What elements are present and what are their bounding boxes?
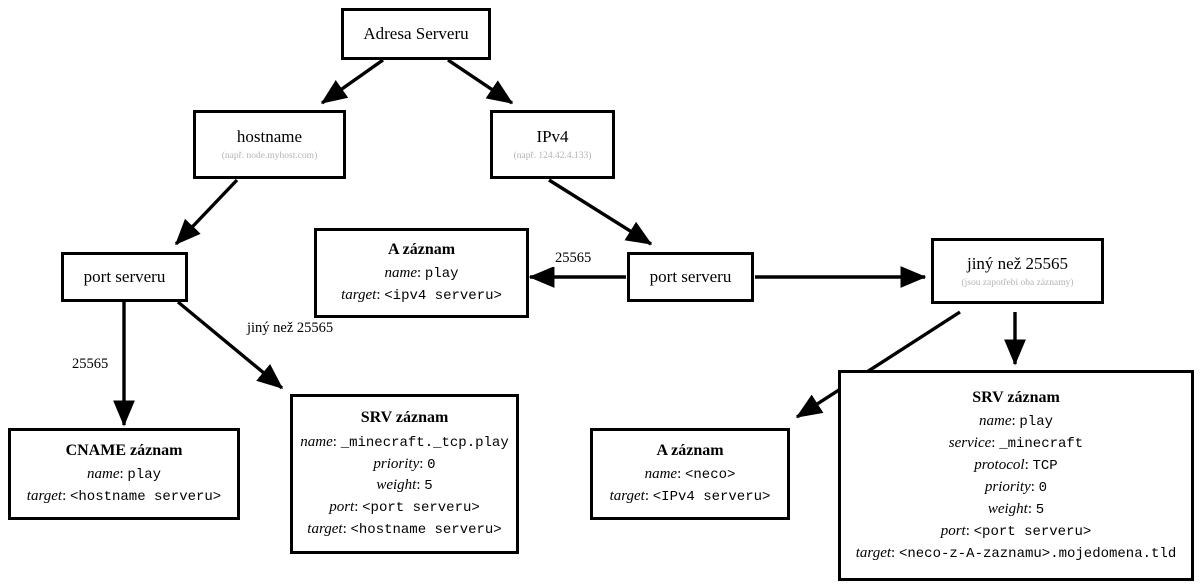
record-cname-zaznam[interactable]: CNAME záznam name: play target: <hostnam… [8, 428, 240, 520]
record-a-zaznam-bottom[interactable]: A záznam name: <neco> target: <IPv4 serv… [590, 428, 790, 520]
field-key: name [86, 466, 120, 483]
node-port-serveru-right[interactable]: port serveru [627, 252, 754, 302]
field-value: 0 [427, 456, 436, 473]
edge-root-ipv4 [447, 58, 514, 105]
node-subtitle: (jsou zapotřebí oba záznamy) [961, 277, 1074, 288]
field-key: target [609, 488, 645, 505]
record-field: port: <port serveru> [329, 499, 480, 517]
field-key: priority [984, 478, 1031, 495]
edge-root-hostname [320, 58, 384, 105]
field-value: 5 [424, 478, 433, 495]
field-value: <port serveru> [362, 500, 480, 517]
field-value: play [424, 266, 459, 283]
field-value: <port serveru> [973, 523, 1092, 540]
field-key: weight [987, 500, 1028, 517]
node-label: Adresa Serveru [363, 24, 469, 44]
field-key: target [307, 521, 343, 538]
field-key: target [26, 488, 63, 505]
field-value: 0 [1038, 479, 1048, 496]
field-value: play [127, 467, 162, 484]
field-value: _minecraft._tcp.play [340, 434, 509, 451]
node-label: jiný než 25565 [966, 253, 1069, 273]
field-key: target [855, 544, 892, 561]
edge-ipv4-port [548, 178, 653, 246]
field-value: <IPv4 serveru> [652, 489, 771, 506]
field-value: TCP [1032, 458, 1058, 475]
record-field: name: _minecraft._tcp.play [300, 433, 509, 451]
field-value: <hostname serveru> [69, 489, 222, 506]
edge-label-25565-right: 25565 [553, 250, 594, 267]
field-value: <hostname serveru> [350, 522, 502, 539]
record-field: target: <hostname serveru> [307, 521, 502, 539]
field-key: name [384, 265, 417, 282]
edge-label-25565-left: 25565 [70, 356, 111, 373]
field-value: <neco-z-A-zaznamu>.mojedomena.tld [898, 545, 1177, 562]
node-label: port serveru [649, 267, 732, 287]
node-label: hostname [236, 127, 303, 147]
field-key: protocol [974, 457, 1025, 474]
field-value: 5 [1035, 501, 1045, 518]
record-field: name: play [384, 265, 459, 283]
record-field: target: <neco-z-A-zaznamu>.mojedomena.tl… [855, 544, 1177, 562]
node-adresa-serveru[interactable]: Adresa Serveru [341, 8, 491, 60]
field-key: service [948, 435, 992, 452]
record-field: weight: 5 [987, 500, 1045, 518]
record-heading: A záznam [387, 240, 456, 258]
field-key: weight [376, 477, 417, 494]
edge-label-jiny-nez-25565: jiný než 25565 [245, 320, 336, 337]
field-value: play [1019, 414, 1054, 431]
record-field: port: <port serveru> [940, 522, 1092, 540]
record-field: priority: 0 [984, 478, 1048, 496]
record-heading: SRV záznam [972, 388, 1060, 406]
node-subtitle: (např. 124.42.4.133) [513, 151, 592, 162]
record-field: name: play [86, 466, 162, 484]
field-key: name [644, 466, 678, 483]
node-port-serveru-left[interactable]: port serveru [61, 252, 188, 302]
field-key: port [940, 522, 966, 539]
record-field: name: play [978, 413, 1054, 431]
field-key: target [341, 287, 377, 304]
field-key: port [329, 499, 355, 516]
record-heading: CNAME záznam [65, 441, 183, 459]
edge-hostname-port [174, 178, 239, 246]
node-label: port serveru [83, 267, 166, 287]
node-jiny-nez-25565[interactable]: jiný než 25565 (jsou zapotřebí oba zázna… [931, 238, 1104, 304]
edge-jiny-abottom [795, 310, 961, 419]
record-srv-zaznam-middle[interactable]: SRV záznam name: _minecraft._tcp.play pr… [290, 394, 519, 554]
record-field: service: _minecraft [948, 435, 1084, 453]
node-subtitle: (např. node.myhost.com) [221, 151, 318, 162]
field-value: _minecraft [999, 436, 1084, 453]
field-value: <neco> [685, 467, 736, 484]
record-field: target: <IPv4 serveru> [609, 488, 771, 506]
record-field: weight: 5 [376, 477, 433, 495]
record-field: priority: 0 [373, 455, 436, 473]
field-key: name [978, 413, 1012, 430]
record-field: target: <ipv4 serveru> [341, 287, 502, 305]
record-heading: SRV záznam [360, 408, 449, 426]
field-key: name [300, 433, 333, 450]
record-field: target: <hostname serveru> [26, 488, 222, 506]
field-value: <ipv4 serveru> [384, 288, 502, 305]
edge-port-srv [176, 300, 284, 390]
record-heading: A záznam [656, 441, 724, 459]
node-label: IPv4 [536, 127, 569, 147]
record-srv-zaznam-right[interactable]: SRV záznam name: play service: _minecraf… [838, 370, 1194, 581]
record-a-zaznam-middle[interactable]: A záznam name: play target: <ipv4 server… [314, 228, 529, 318]
field-key: priority [373, 455, 420, 472]
record-field: protocol: TCP [974, 457, 1058, 475]
record-field: name: <neco> [644, 466, 736, 484]
node-ipv4[interactable]: IPv4 (např. 124.42.4.133) [490, 110, 615, 179]
node-hostname[interactable]: hostname (např. node.myhost.com) [193, 110, 346, 179]
